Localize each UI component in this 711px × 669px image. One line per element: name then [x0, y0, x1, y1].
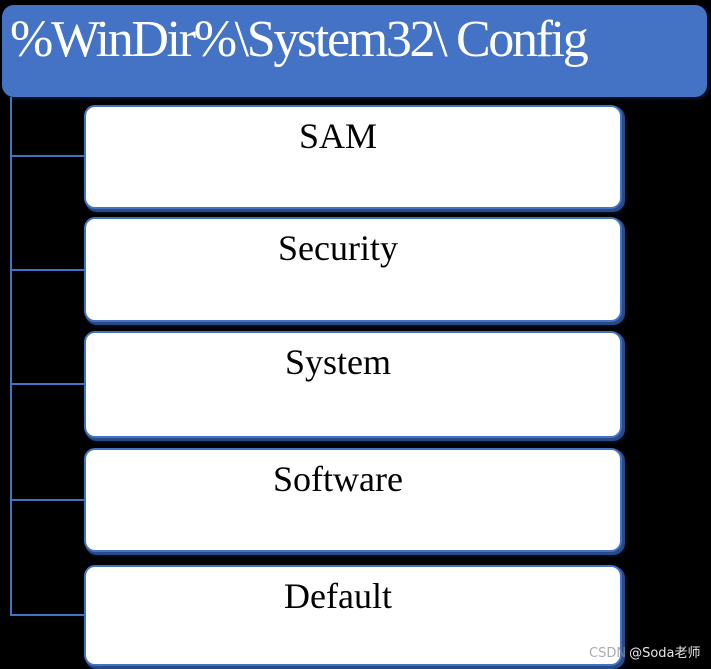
connector-branch-line	[11, 383, 85, 385]
node-label: SAM	[298, 116, 378, 156]
root-node: %WinDir%\System32\ Config	[2, 5, 707, 97]
node-default: Default	[84, 565, 622, 666]
root-node-label: %WinDir%\System32\ Config	[10, 11, 589, 68]
connector-trunk-line	[10, 97, 12, 616]
node-label: Security	[278, 228, 398, 268]
node-label: System	[284, 342, 391, 382]
node-security: Security	[84, 217, 622, 322]
connector-branch-line	[11, 155, 85, 157]
node-system: System	[84, 331, 622, 438]
connector-branch-line	[11, 499, 85, 501]
connector-branch-line	[11, 269, 85, 271]
watermark-author-label: @Soda老师	[629, 646, 701, 661]
connector-branch-line	[11, 614, 85, 616]
node-software: Software	[84, 448, 622, 552]
node-sam: SAM	[84, 105, 622, 209]
node-label: Software	[273, 459, 403, 499]
node-label: Default	[284, 576, 392, 616]
watermark-site-label: CSDN	[589, 646, 627, 661]
watermark: CSDN@Soda老师	[589, 646, 701, 662]
